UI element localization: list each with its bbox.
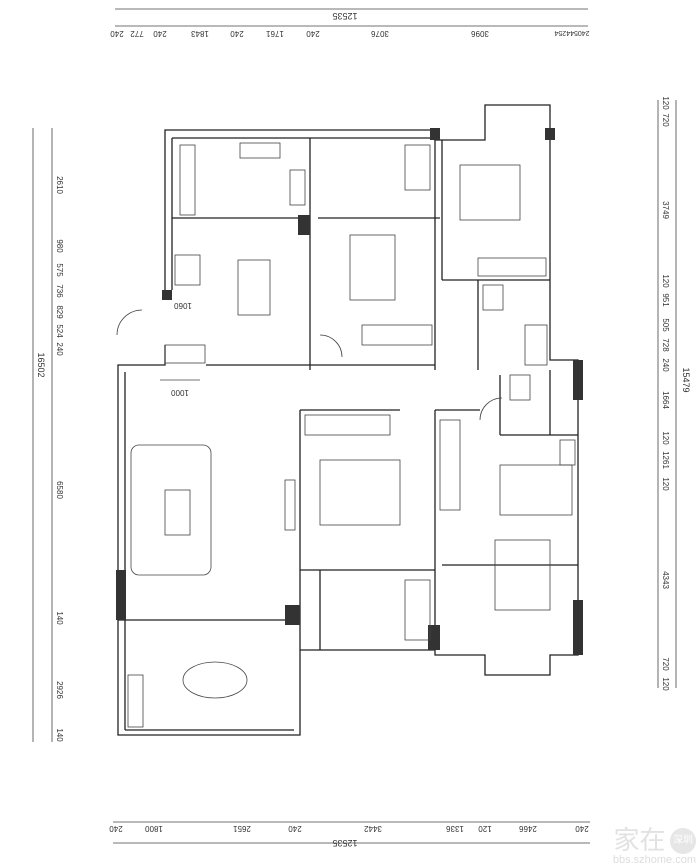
dim-label: 4343 bbox=[661, 571, 670, 589]
dim-label: 720 bbox=[661, 113, 670, 127]
sofa bbox=[130, 444, 212, 576]
entry-door-swing bbox=[116, 309, 143, 336]
inner-dim-label: 1060 bbox=[174, 301, 192, 310]
structural-columns bbox=[116, 128, 583, 655]
desk bbox=[404, 144, 431, 191]
dim-label: 2926 bbox=[55, 681, 64, 699]
dim-label: 1800 bbox=[145, 824, 163, 833]
dim-label: 1261 bbox=[661, 451, 670, 469]
door-swing bbox=[479, 397, 503, 421]
dim-label: 240 bbox=[153, 29, 167, 38]
dim-label: 2610 bbox=[55, 176, 64, 194]
dim-label: 736 bbox=[55, 284, 64, 298]
dim-label: 980 bbox=[55, 239, 64, 253]
dim-label: 240 bbox=[55, 342, 64, 356]
watermark: 家在 深圳 bbs.szhome.com bbox=[600, 828, 696, 866]
wardrobe-1 bbox=[361, 324, 433, 346]
dim-label: 240544254 bbox=[554, 29, 589, 36]
bed-3 bbox=[319, 459, 401, 526]
dim-label: 728 bbox=[661, 338, 670, 352]
dim-label: 829 bbox=[55, 305, 64, 319]
dim-label: 120 bbox=[661, 96, 670, 110]
fridge bbox=[174, 254, 201, 286]
dim-label: 3076 bbox=[371, 29, 389, 38]
balcony-cabinet bbox=[127, 674, 144, 728]
dim-label: 1843 bbox=[191, 29, 209, 38]
dim-label: 240 bbox=[575, 824, 589, 833]
stove bbox=[289, 169, 306, 206]
top-total-dim: 12535 bbox=[332, 11, 357, 21]
tea-table bbox=[182, 661, 248, 699]
dim-label: 1336 bbox=[446, 824, 464, 833]
dim-label: 6580 bbox=[55, 481, 64, 499]
dim-label: 240 bbox=[306, 29, 320, 38]
dim-label: 120 bbox=[661, 477, 670, 491]
watermark-badge: 深圳 bbox=[670, 828, 696, 854]
tv-cabinet bbox=[284, 479, 296, 531]
dim-label: 120 bbox=[661, 677, 670, 691]
dim-label: 1761 bbox=[266, 29, 284, 38]
dim-label: 240 bbox=[661, 358, 670, 372]
dim-label: 120 bbox=[661, 274, 670, 288]
dim-label: 2466 bbox=[519, 824, 537, 833]
inner-labels: 1000 1060 bbox=[160, 301, 200, 397]
top-dimension: 12535 240 772 240 1843 240 1761 240 3076… bbox=[110, 8, 590, 38]
wardrobe-3 bbox=[304, 414, 391, 436]
bed-2 bbox=[459, 164, 521, 221]
walls bbox=[117, 104, 579, 736]
furniture bbox=[116, 142, 576, 728]
dim-label: 1664 bbox=[661, 391, 670, 409]
dim-label: 720 bbox=[661, 657, 670, 671]
basin-2 bbox=[559, 439, 576, 466]
dim-label: 524 bbox=[55, 324, 64, 338]
toilet-2 bbox=[509, 374, 531, 401]
dim-label: 120 bbox=[661, 431, 670, 445]
wardrobe-5 bbox=[499, 464, 573, 516]
left-total-dim: 16502 bbox=[36, 352, 46, 377]
basin-1 bbox=[524, 324, 548, 366]
bottom-total-dim: 12535 bbox=[332, 838, 357, 848]
dining-table bbox=[237, 259, 271, 316]
wardrobe-2 bbox=[477, 257, 547, 277]
shoe-cabinet bbox=[164, 344, 206, 364]
dim-label: 140 bbox=[55, 611, 64, 625]
washer bbox=[404, 579, 431, 641]
bed-4 bbox=[494, 539, 551, 611]
dim-label: 505 bbox=[661, 318, 670, 332]
dim-label: 2651 bbox=[233, 824, 251, 833]
bottom-dimension: 12535 240 1800 2651 240 3442 1336 120 24… bbox=[109, 821, 590, 848]
dim-label: 3442 bbox=[364, 824, 382, 833]
dim-label: 575 bbox=[55, 263, 64, 277]
right-total-dim: 15479 bbox=[681, 367, 691, 392]
inner-dim-label: 1000 bbox=[171, 388, 189, 397]
wardrobe-4 bbox=[439, 419, 461, 511]
dim-label: 140 bbox=[55, 728, 64, 742]
toilet-1 bbox=[482, 284, 504, 311]
dim-label: 772 bbox=[130, 29, 144, 38]
door-swing bbox=[319, 334, 343, 358]
watermark-main: 家在 bbox=[613, 826, 666, 856]
sink bbox=[239, 142, 281, 159]
dim-label: 3749 bbox=[661, 201, 670, 219]
dim-label: 240 bbox=[288, 824, 302, 833]
dim-label: 951 bbox=[661, 293, 670, 307]
left-dimension: 16502 2610 980 575 736 829 524 240 6580 … bbox=[32, 128, 64, 742]
watermark-url: bbs.szhome.com bbox=[612, 854, 696, 866]
bed-1 bbox=[349, 234, 396, 301]
dim-label: 3096 bbox=[471, 29, 489, 38]
dim-label: 120 bbox=[478, 824, 492, 833]
right-dimension: 15479 120 720 3749 120 951 505 728 240 1… bbox=[657, 96, 691, 691]
dim-label: 240 bbox=[230, 29, 244, 38]
dim-label: 240 bbox=[110, 29, 124, 38]
coffee-table bbox=[164, 489, 191, 536]
kitchen-cabinet bbox=[179, 144, 196, 216]
dim-label: 240 bbox=[109, 824, 123, 833]
